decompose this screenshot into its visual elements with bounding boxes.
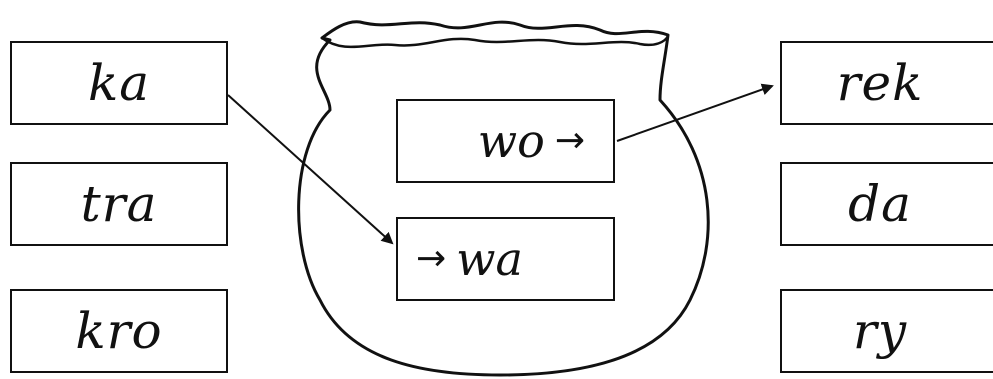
- connector-arrow-wo-rek: [616, 83, 774, 142]
- pot-syllable-label: wa: [456, 232, 523, 286]
- right-syllable-box-2[interactable]: da: [780, 162, 993, 246]
- pot-box-top-content: wo →: [478, 118, 585, 164]
- connector-arrow-ka-wa: [227, 94, 394, 245]
- left-syllable-label: ka: [87, 54, 151, 112]
- pot-box-top[interactable]: wo →: [396, 99, 615, 183]
- left-syllable-label: tra: [80, 175, 158, 233]
- arrow-right-icon: →: [416, 238, 447, 279]
- left-syllable-box-2[interactable]: tra: [10, 162, 228, 246]
- pot-syllable-label: wo: [477, 114, 545, 168]
- pot-outline-icon: [297, 20, 710, 377]
- left-syllable-label: kro: [75, 302, 163, 360]
- arrow-right-icon: →: [554, 120, 585, 161]
- right-syllable-label: ry: [852, 302, 908, 360]
- left-syllable-box-1[interactable]: ka: [10, 41, 228, 125]
- pot-box-bottom[interactable]: → wa: [396, 217, 615, 301]
- left-syllable-box-3[interactable]: kro: [10, 289, 228, 373]
- right-syllable-label: da: [848, 175, 912, 233]
- pot-rim-icon: [321, 35, 670, 49]
- right-syllable-box-1[interactable]: rek: [780, 41, 993, 125]
- right-syllable-box-3[interactable]: ry: [780, 289, 993, 373]
- right-syllable-label: rek: [836, 54, 924, 112]
- pot-box-bottom-content: → wa: [416, 236, 523, 282]
